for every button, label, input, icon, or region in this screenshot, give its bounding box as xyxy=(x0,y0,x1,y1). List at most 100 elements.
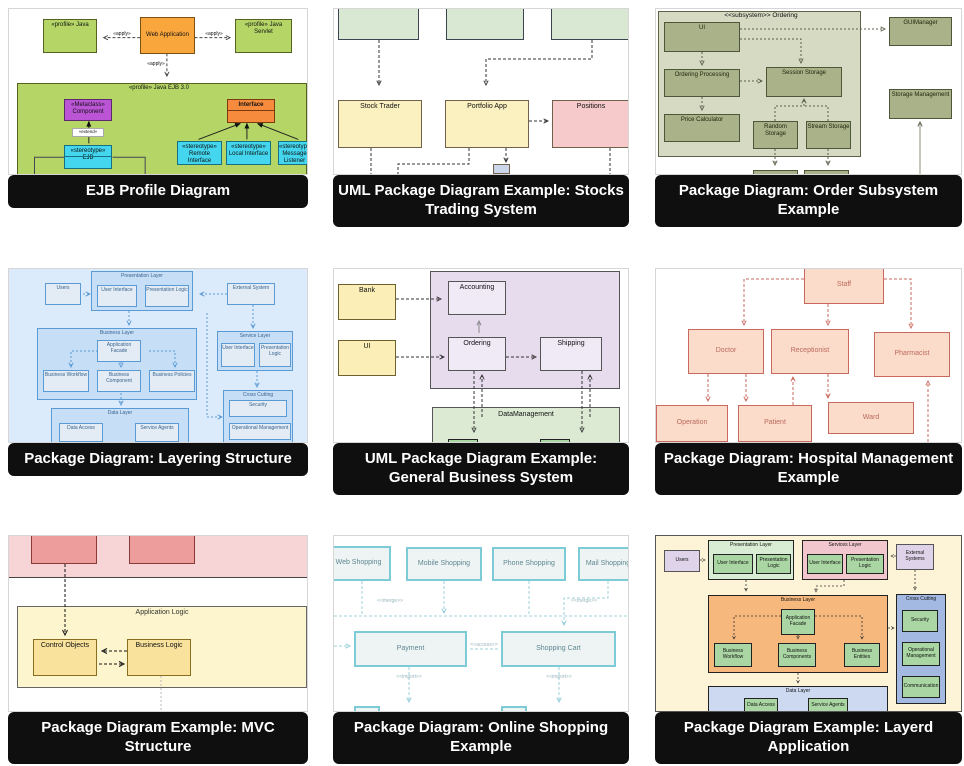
box-stereotype-ejb: «stereotype» EJB xyxy=(64,145,112,169)
container-business-layer-label: Business Layer xyxy=(780,597,816,603)
pkg-presentation-logic: Presentation Logic xyxy=(756,554,791,574)
access-stereotype-label: <<access>> xyxy=(470,642,498,648)
pkg-ordering: Ordering xyxy=(448,337,506,371)
pkg-user-interface-label: User Interface xyxy=(101,287,133,293)
pkg-storage-management: Storage Management xyxy=(889,89,952,119)
card-caption: UML Package Diagram Example: General Bus… xyxy=(333,443,629,495)
pkg-data-access-label: Data Access xyxy=(747,701,775,708)
apply-stereotype-label: «apply» xyxy=(205,31,223,37)
pkg-pharmacist-label: Pharmacist xyxy=(894,350,930,358)
pkg-services-presentation-logic: Presentation Logic xyxy=(846,554,884,574)
pkg-receptionist-label: Receptionist xyxy=(790,347,830,355)
pkg-web-shopping: Web Shopping xyxy=(334,546,391,581)
pkg-partial xyxy=(540,439,570,442)
diagram-card-layered-application[interactable]: Presentation Layer Services Layer Busine… xyxy=(655,535,962,764)
container-data-layer xyxy=(708,686,888,711)
box-listener-label: «stereotype» Message Listener xyxy=(279,144,308,164)
pkg-users-label: Users xyxy=(56,285,70,291)
container-presentation-layer-label: Presentation Layer xyxy=(121,273,163,279)
pkg-users-label: Users xyxy=(675,557,689,564)
pkg-operation-label: Operation xyxy=(676,419,708,427)
container-data-layer-label: Data Layer xyxy=(785,688,811,694)
box-metaclass-component: «Metaclass» Component xyxy=(64,99,112,121)
pkg-unlabeled-small xyxy=(493,164,510,174)
container-data-management xyxy=(432,407,620,442)
diagram-card-general-business[interactable]: DataManagement Bank UI Accounting Orderi… xyxy=(333,268,629,495)
pkg-shopping-cart-label: Shopping Cart xyxy=(536,644,581,652)
diagram-card-layering-structure[interactable]: Presentation Layer Business Layer Servic… xyxy=(8,268,308,476)
pkg-operation: Operation xyxy=(656,405,728,442)
merge-stereotype-label: <<merge>> xyxy=(571,598,597,604)
pkg-business-workflow-label: Business Workflow xyxy=(44,372,88,378)
box-view-component xyxy=(31,536,97,564)
import-stereotype-label: <<import>> xyxy=(396,674,422,680)
diagram-card-ejb-profile[interactable]: «profile» Java EJB 3.0 «profile» Java We… xyxy=(8,8,308,208)
pkg-web-application: Web Application xyxy=(140,17,195,54)
container-application-logic-label: Application Logic xyxy=(135,609,189,616)
pkg-payment-label: Payment xyxy=(396,644,425,652)
import-stereotype-label: <<import>> xyxy=(546,674,572,680)
pkg-mail-shopping-label: Mail Shopping xyxy=(585,559,629,567)
pkg-portfolio-app: Portfolio App xyxy=(445,100,529,148)
pkg-presentation-logic-label: Presentation Logic xyxy=(759,557,788,569)
pkg-security: Security xyxy=(902,610,938,632)
pkg-positions-label: Positions xyxy=(576,103,606,110)
box-stereotype-ejb-label: «stereotype» EJB xyxy=(70,148,106,161)
merge-stereotype-label: <<merge>> xyxy=(377,598,403,604)
pkg-business-policies-label: Business Policies xyxy=(152,372,192,378)
pkg-portfolio-app-label: Portfolio App xyxy=(467,103,507,110)
pkg-service-agents-label: Service Agents xyxy=(811,701,845,708)
pkg-stock-trader-label: Stock Trader xyxy=(360,103,400,110)
diagram-card-stocks-trading[interactable]: Stock Trader Portfolio App Positions UML… xyxy=(333,8,629,227)
container-business-layer-label: Business Layer xyxy=(99,330,135,336)
diagram-thumbnail: Presentation Layer Business Layer Servic… xyxy=(8,268,308,443)
pkg-business-entities: Business Entities xyxy=(844,643,880,667)
pkg-ui: UI xyxy=(338,340,396,376)
pkg-positions: Positions xyxy=(552,100,628,148)
pkg-external-system: External System xyxy=(227,283,275,305)
pkg-partial xyxy=(753,170,798,174)
container-data-layer-label: Data Layer xyxy=(107,410,133,416)
pkg-shopping-cart: Shopping Cart xyxy=(501,631,616,667)
card-caption: Package Diagram: Layering Structure xyxy=(8,443,308,476)
pkg-partial xyxy=(448,439,478,442)
card-caption: UML Package Diagram Example: Stocks Trad… xyxy=(333,175,629,227)
pkg-price-calculator-label: Price Calculator xyxy=(680,117,724,123)
pkg-java-ejb-profile-label: «profile» Java EJB 3.0 xyxy=(128,85,190,91)
diagram-thumbnail: Presentation Layer Services Layer Busine… xyxy=(655,535,962,712)
pkg-accounting-label: Accounting xyxy=(459,284,495,291)
pkg-partial xyxy=(501,706,527,711)
pkg-business-workflow: Business Workflow xyxy=(714,643,752,667)
diagram-card-mvc-structure[interactable]: Application Logic Control Objects Busine… xyxy=(8,535,308,764)
pkg-application-facade: Application Facade xyxy=(781,609,815,635)
pkg-phone-shopping: Phone Shopping xyxy=(492,547,566,581)
pkg-business-workflow-label: Business Workflow xyxy=(722,648,744,660)
diagram-card-order-subsystem[interactable]: <<subsystem>> Ordering UI Ordering Proce… xyxy=(655,8,962,227)
pkg-bank: Bank xyxy=(338,284,396,320)
pkg-payment: Payment xyxy=(354,631,467,667)
card-caption: Package Diagram: Online Shopping Example xyxy=(333,712,629,764)
pkg-security-label: Security xyxy=(248,402,268,408)
pkg-business-entities-label: Business Entities xyxy=(851,648,873,660)
diagram-card-hospital-management[interactable]: Staff Doctor Receptionist Pharmacist Ope… xyxy=(655,268,962,495)
pkg-security-label: Security xyxy=(910,617,930,624)
pkg-mobile-shopping: Mobile Shopping xyxy=(406,547,482,581)
box-interface-label: Interface xyxy=(238,102,264,108)
diagram-thumbnail: Web Shopping Mobile Shopping Phone Shopp… xyxy=(333,535,629,712)
pkg-ui: UI xyxy=(664,22,740,52)
card-caption: Package Diagram Example: MVC Structure xyxy=(8,712,308,764)
pkg-business-components-label: Business Components xyxy=(782,648,812,660)
diagram-card-online-shopping[interactable]: Web Shopping Mobile Shopping Phone Shopp… xyxy=(333,535,629,764)
container-cross-cutting-label: Cross Cutting xyxy=(242,392,274,398)
box-stereotype-remote-interface: «stereotype» Remote Interface xyxy=(177,141,222,165)
box-view-component xyxy=(129,536,195,564)
pkg-application-facade: Application Facade xyxy=(97,340,141,362)
box-metaclass-component-label: «Metaclass» Component xyxy=(71,102,105,115)
box-interface: Interface xyxy=(227,99,275,123)
pkg-business-components: Business Components xyxy=(778,643,816,667)
pkg-service-ui-label: User Interface xyxy=(222,345,254,351)
pkg-stream-storage: Stream Storage xyxy=(806,121,851,149)
diagram-thumbnail: Staff Doctor Receptionist Pharmacist Ope… xyxy=(655,268,962,443)
box-remote-label: «stereotype» Remote Interface xyxy=(182,144,217,164)
pkg-storage-management-label: Storage Management xyxy=(891,92,950,98)
